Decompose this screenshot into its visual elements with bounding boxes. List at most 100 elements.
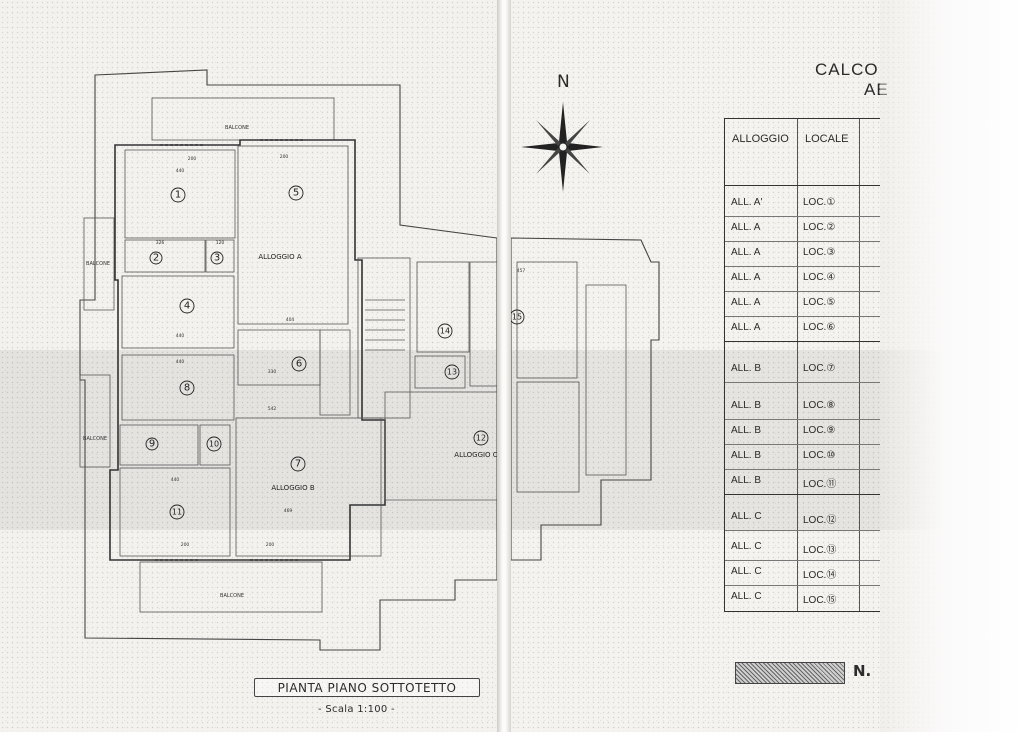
apartment-a-label: ALLOGGIO A xyxy=(258,253,301,261)
balcony-top xyxy=(151,97,335,141)
room-number-9: 9 xyxy=(145,437,159,451)
dim-label: 120 xyxy=(216,240,225,246)
dim-label: 440 xyxy=(171,477,180,483)
room-c-corridor xyxy=(469,261,497,387)
building-walls xyxy=(109,139,386,561)
balcony-left-bottom xyxy=(79,374,111,468)
room-14-outline xyxy=(416,261,470,353)
table-row: ALL. A'LOC.① xyxy=(725,191,880,217)
room-number-13: 13 xyxy=(444,364,460,380)
room-number-2: 2 xyxy=(149,251,163,265)
room-10-outline xyxy=(199,424,231,466)
balcony-label-left-top: BALCONE xyxy=(86,261,110,267)
column-header-alloggio: ALLOGGIO xyxy=(732,133,789,145)
svg-text:14: 14 xyxy=(440,327,450,336)
dim-label: 200 xyxy=(188,156,197,162)
svg-text:8: 8 xyxy=(184,383,190,394)
room-number-11: 11 xyxy=(169,504,185,520)
room-number-12: 12 xyxy=(473,430,489,446)
svg-text:13: 13 xyxy=(447,368,457,377)
balcony-left-top xyxy=(83,217,115,311)
svg-text:10: 10 xyxy=(209,440,219,449)
room-number-6: 6 xyxy=(291,356,307,372)
dim-label: 200 xyxy=(280,154,289,160)
legend-text: N. xyxy=(853,662,872,680)
room-1-outline xyxy=(124,149,236,239)
room-number-10: 10 xyxy=(206,436,222,452)
dim-label: 440 xyxy=(176,359,185,365)
room-2-outline xyxy=(124,239,206,273)
svg-text:12: 12 xyxy=(476,434,486,443)
dim-label: 326 xyxy=(156,240,165,246)
balcony-label-bottom: BALCONE xyxy=(220,593,244,599)
dim-label: 440 xyxy=(176,333,185,339)
svg-text:5: 5 xyxy=(293,188,299,199)
room-7-outline xyxy=(235,417,382,557)
room-6-annex xyxy=(319,329,351,416)
legend-hatch-swatch xyxy=(735,662,845,684)
room-number-4: 4 xyxy=(179,298,195,314)
balcony-label-top: BALCONE xyxy=(225,125,249,131)
dim-label: 440 xyxy=(176,168,185,174)
table-header: ALLOGGIO LOCALE xyxy=(725,119,880,186)
room-13-outline xyxy=(414,355,466,389)
north-label: N xyxy=(557,72,570,92)
roof-outline xyxy=(79,69,497,651)
room-12-outline xyxy=(384,391,497,501)
svg-text:7: 7 xyxy=(295,459,301,470)
room-number-14: 14 xyxy=(437,323,453,339)
svg-text:2: 2 xyxy=(153,253,159,264)
calc-title: CALCO xyxy=(815,60,879,79)
balcony-bottom xyxy=(139,561,323,613)
room-number-3: 3 xyxy=(210,251,224,265)
svg-text:15: 15 xyxy=(512,313,522,322)
room-8-outline xyxy=(121,354,235,421)
right-page: 15 457 N CALCO AE ALLOGGIO LOCALE ALL. A… xyxy=(511,0,1024,732)
room-11-outline xyxy=(119,467,231,557)
dim-label: 469 xyxy=(284,508,293,514)
room-number-5: 5 xyxy=(288,185,304,201)
compass-rose-icon xyxy=(521,102,603,192)
dim-label: 457 xyxy=(517,268,526,274)
room-number-1: 1 xyxy=(170,187,186,203)
room-number-8: 8 xyxy=(179,380,195,396)
room-5-outline xyxy=(237,145,349,325)
room-c-lower xyxy=(516,381,580,493)
svg-text:11: 11 xyxy=(172,508,182,517)
svg-text:3: 3 xyxy=(214,253,220,264)
room-number-15: 15 xyxy=(511,309,525,325)
room-4-outline xyxy=(121,275,235,349)
dim-label: 200 xyxy=(181,542,190,548)
dim-label: 404 xyxy=(286,317,295,323)
apartment-b-label: ALLOGGIO B xyxy=(271,484,314,492)
page-edge-shadow xyxy=(880,0,1024,732)
svg-text:1: 1 xyxy=(175,190,181,201)
room-c-side xyxy=(585,284,627,476)
floor-plan: 1 2 3 4 5 6 7 8 9 10 11 12 13 14 ALLOGGI… xyxy=(79,69,497,651)
room-number-7: 7 xyxy=(290,456,306,472)
left-page: 1 2 3 4 5 6 7 8 9 10 11 12 13 14 ALLOGGI… xyxy=(0,0,497,732)
svg-text:4: 4 xyxy=(184,301,190,312)
room-3-outline xyxy=(205,239,235,273)
room-6-outline xyxy=(237,329,321,386)
room-9-outline xyxy=(119,424,199,466)
stair-outline xyxy=(357,257,411,419)
column-header-locale: LOCALE xyxy=(805,133,849,145)
dim-label: 542 xyxy=(268,406,277,412)
roof-outline-right xyxy=(511,237,660,561)
balcony-label-left-bottom: BALCONE xyxy=(83,436,107,442)
plan-title: PIANTA PIANO SOTTOTETTO xyxy=(254,678,480,697)
